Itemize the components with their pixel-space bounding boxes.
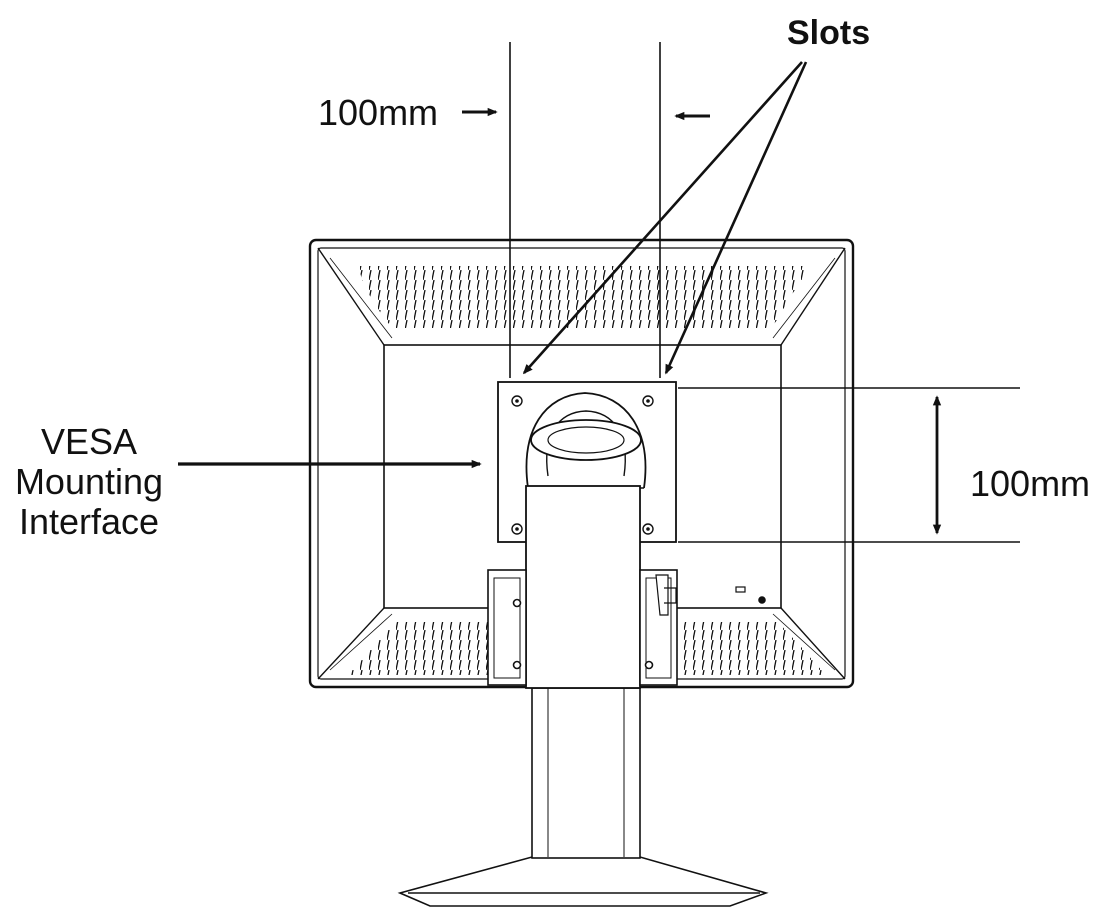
horizontal-spacing-label: 100mm <box>318 92 439 133</box>
vesa-mounting-interface-label: VESA Mounting Interface <box>4 422 174 542</box>
vertical-spacing-label: 100mm <box>970 463 1091 504</box>
stand-column <box>531 687 641 859</box>
slots-label: Slots <box>787 14 871 52</box>
stand-base <box>397 856 769 907</box>
stand-neck <box>525 485 641 689</box>
stand-brackets <box>487 569 766 686</box>
vesa-label-line-1: VESA <box>40 421 138 462</box>
slots-leader-arrows <box>522 61 808 375</box>
vesa-label-line-3: Interface <box>18 501 160 542</box>
vertical-dimension <box>678 387 1020 543</box>
horizontal-dimension <box>462 42 710 378</box>
vesa-label-line-2: Mounting <box>14 461 164 502</box>
